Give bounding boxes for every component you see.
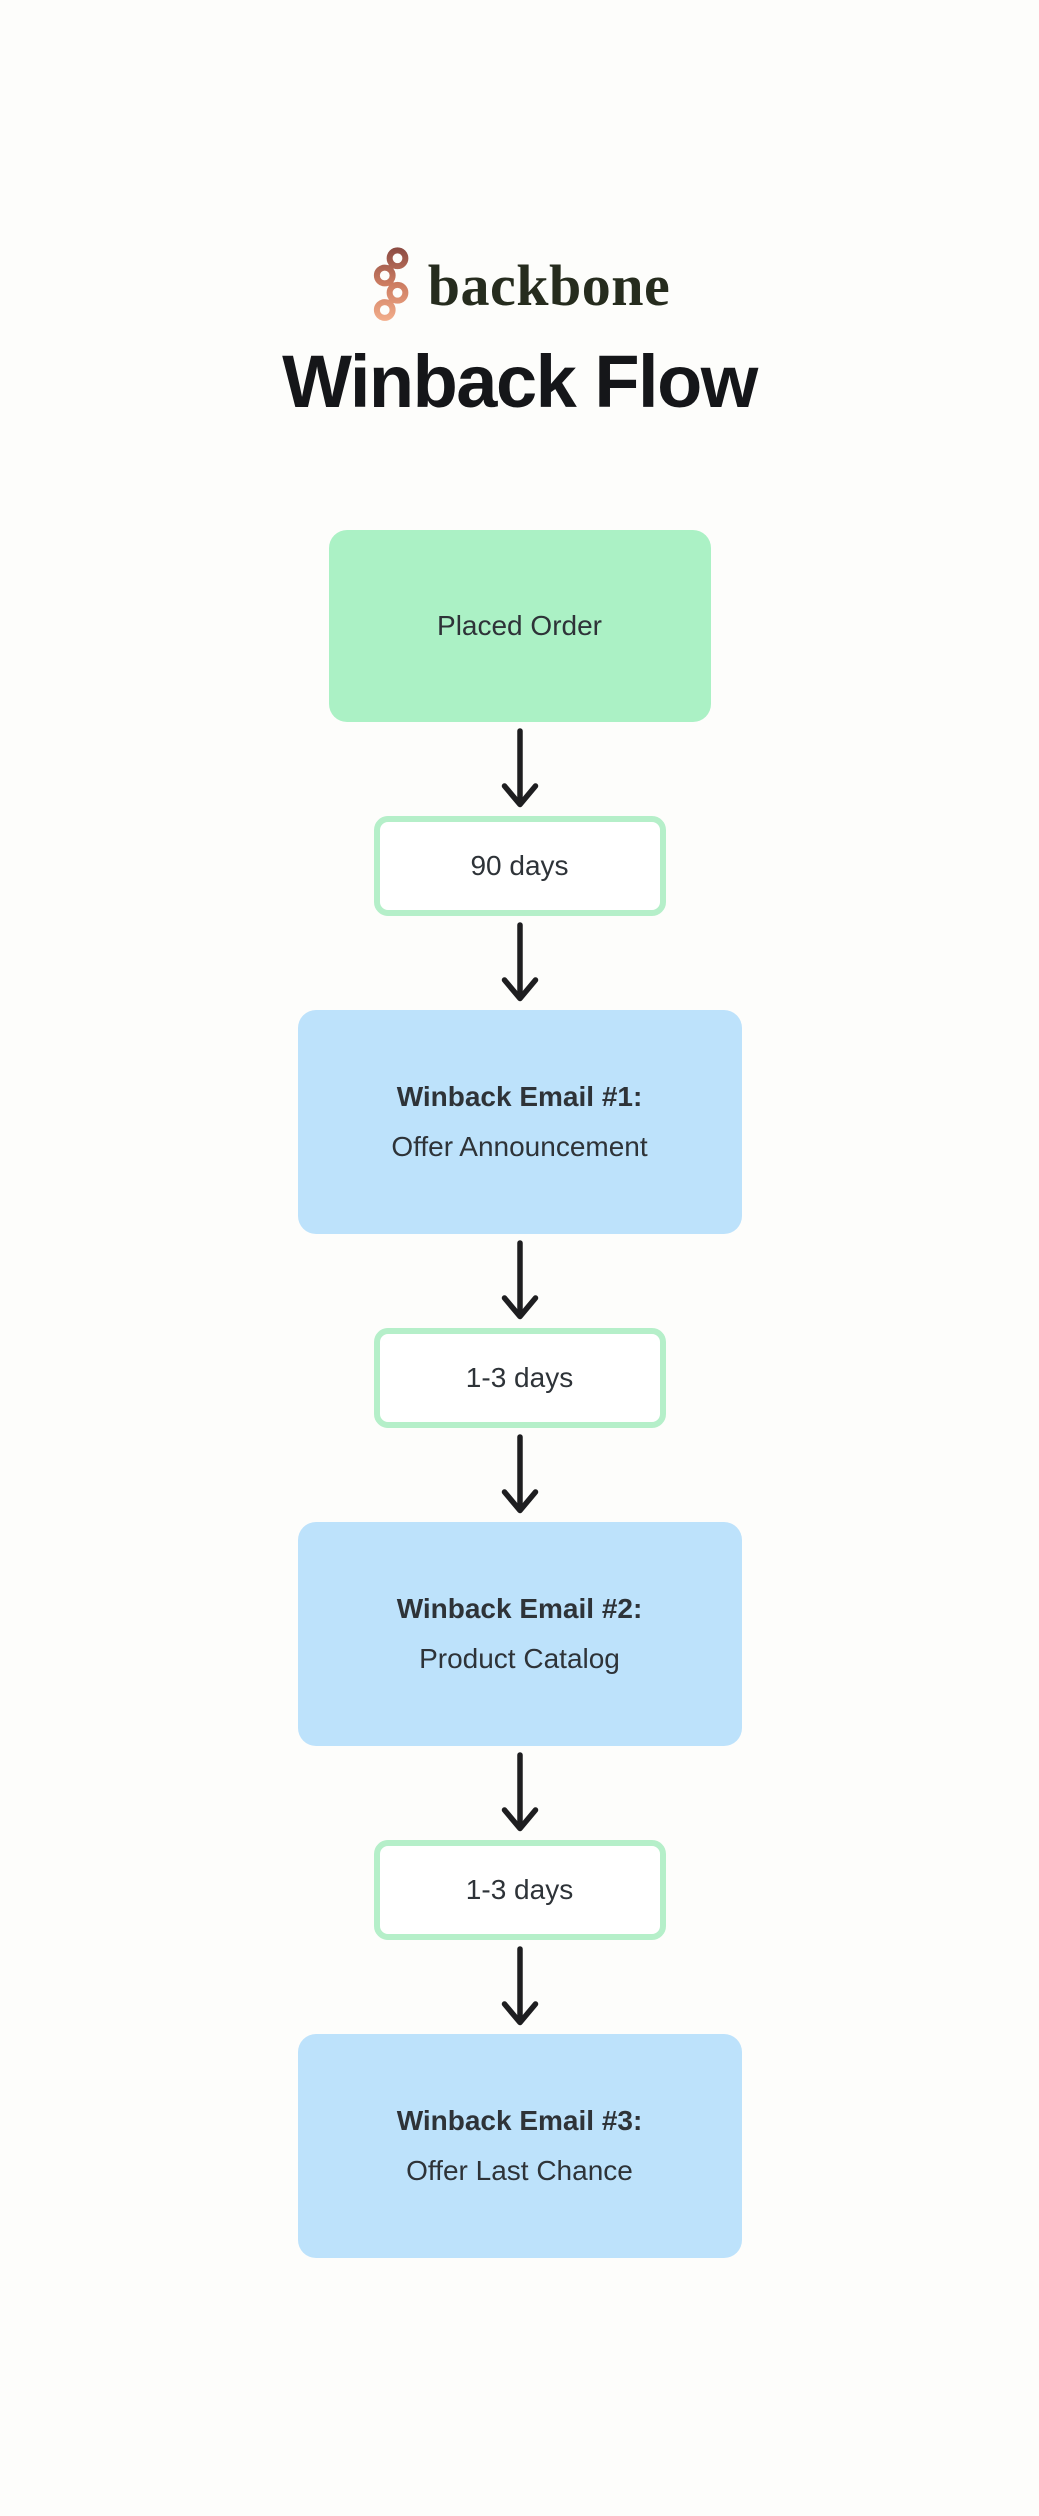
node-label: 1-3 days: [465, 1874, 574, 1905]
flow-node-winback-email-2: Winback Email #2: Product Catalog: [297, 1522, 742, 1746]
node-label: Placed Order: [437, 610, 602, 641]
node-label: 90 days: [470, 850, 569, 881]
email-node-title: Winback Email #2:: [396, 1593, 643, 1624]
arrow-down-icon: [498, 1946, 542, 2028]
spine-squiggle-icon: [373, 246, 409, 321]
brand-name: backbone: [427, 253, 671, 318]
flow-node-placed-order: Placed Order: [328, 530, 711, 722]
email-node-subtitle: Offer Announcement: [391, 1131, 648, 1162]
arrow-down-icon: [498, 728, 542, 810]
arrow-down-icon: [498, 1240, 542, 1322]
arrow-down-icon: [498, 1434, 542, 1516]
email-node-subtitle: Product Catalog: [419, 1643, 620, 1674]
flow-node-delay-90-days: 90 days: [373, 816, 666, 916]
node-label: 1-3 days: [465, 1362, 574, 1393]
flow-node-delay-1-3-days: 1-3 days: [373, 1840, 666, 1940]
email-node-subtitle: Offer Last Chance: [406, 2155, 633, 2186]
flow-node-winback-email-1: Winback Email #1: Offer Announcement: [297, 1010, 742, 1234]
flow-node-winback-email-3: Winback Email #3: Offer Last Chance: [297, 2034, 742, 2258]
arrow-down-icon: [498, 922, 542, 1004]
page-title: Winback Flow: [282, 340, 758, 423]
flow-node-delay-1-3-days: 1-3 days: [373, 1328, 666, 1428]
arrow-down-icon: [498, 1752, 542, 1834]
brand-logo: backbone: [369, 244, 671, 324]
email-node-title: Winback Email #1:: [396, 1081, 643, 1112]
email-node-title: Winback Email #3:: [396, 2105, 643, 2136]
